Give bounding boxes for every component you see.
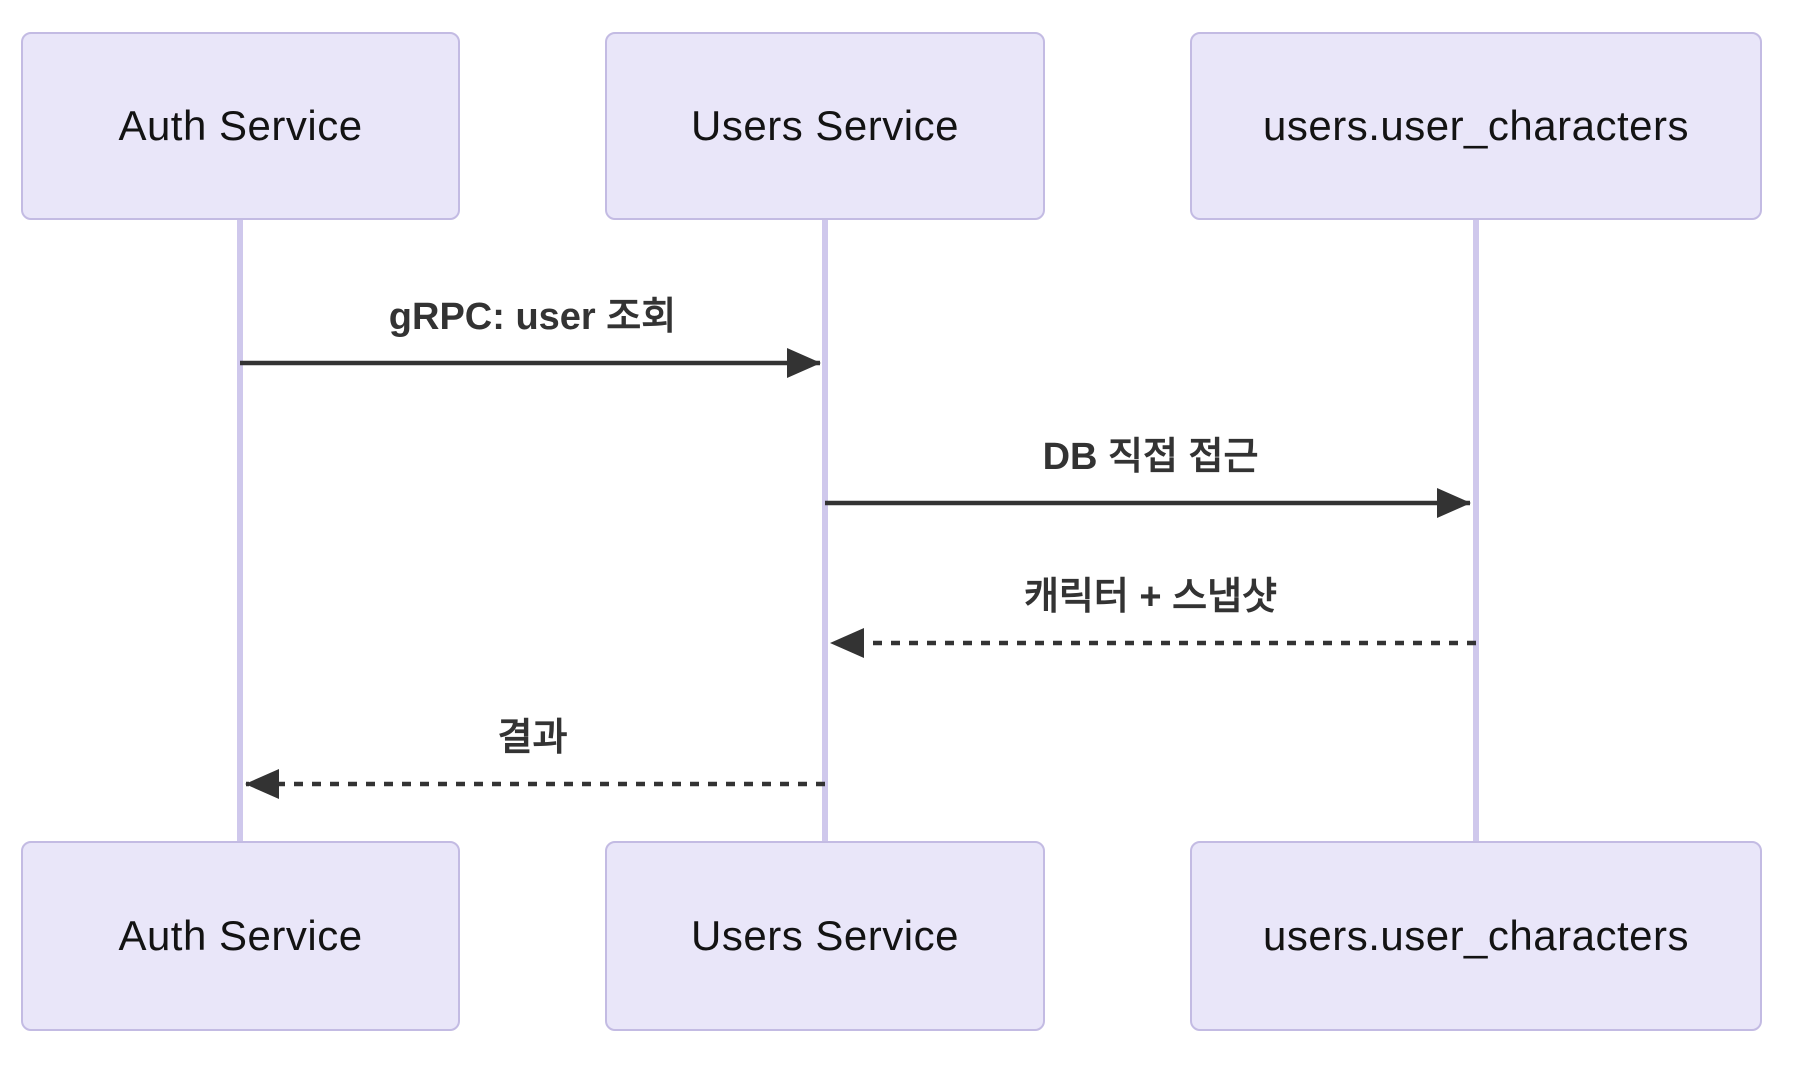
actor-bottom-users-service: Users Service — [605, 841, 1045, 1031]
message-label-grpc-user-lookup: gRPC: user 조회 — [388, 296, 677, 338]
actor-bottom-auth-service: Auth Service — [21, 841, 460, 1031]
message-label-result: 결과 — [497, 717, 568, 759]
actor-label: Auth Service — [118, 102, 363, 149]
message-label-character-snapshot: 캐릭터 + 스냅샷 — [1023, 576, 1278, 618]
message-label-db-direct-access: DB 직접 접근 — [1042, 436, 1259, 478]
actor-label: Users Service — [691, 912, 959, 959]
actor-top-users-service: Users Service — [605, 32, 1045, 220]
actor-top-user-characters: users.user_characters — [1190, 32, 1762, 220]
actor-top-auth-service: Auth Service — [21, 32, 460, 220]
actor-label: Auth Service — [118, 912, 363, 959]
actor-label: users.user_characters — [1262, 102, 1689, 149]
actor-label: Users Service — [691, 102, 959, 149]
actor-bottom-user-characters: users.user_characters — [1190, 841, 1762, 1031]
actor-label: users.user_characters — [1262, 912, 1689, 959]
